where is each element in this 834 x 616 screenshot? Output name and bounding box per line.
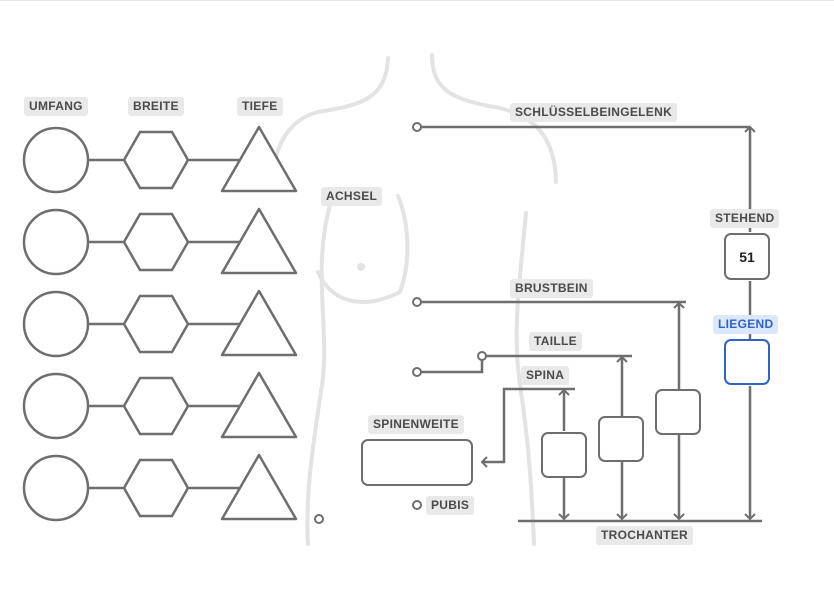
breite-hexagon-shape[interactable]: [122, 376, 190, 436]
column-label-tiefe: TIEFE: [237, 97, 283, 116]
top-divider: [0, 0, 834, 1]
label-stehend: STEHEND: [710, 209, 780, 228]
shape-row: [22, 453, 298, 522]
body-left-neck-shoulder: [272, 56, 390, 167]
body-right-side: [514, 211, 536, 546]
taille-trochanter-value-field[interactable]: [598, 416, 644, 462]
label-liegend: LIEGEND: [713, 315, 779, 334]
breite-hexagon-shape[interactable]: [122, 212, 190, 272]
label-achsel: ACHSEL: [321, 187, 383, 206]
shape-rows: [22, 125, 298, 522]
label-brustbein: BRUSTBEIN: [510, 279, 593, 298]
umfang-circle-shape[interactable]: [22, 208, 90, 276]
label-pubis: PUBIS: [426, 496, 475, 515]
tiefe-triangle-shape[interactable]: [220, 371, 298, 439]
tiefe-triangle-shape[interactable]: [220, 125, 298, 193]
spinenweite-value-field[interactable]: [361, 439, 473, 486]
body-navel: [357, 263, 365, 271]
anchor-pubis[interactable]: [412, 500, 422, 510]
tiefe-triangle-shape[interactable]: [220, 207, 298, 275]
tiefe-triangle-shape[interactable]: [220, 289, 298, 357]
tiefe-triangle-shape[interactable]: [220, 453, 298, 521]
liegend-value-field[interactable]: [724, 339, 770, 385]
column-label-breite: BREITE: [128, 97, 184, 116]
label-spina: SPINA: [521, 366, 570, 385]
breite-hexagon-shape[interactable]: [122, 294, 190, 354]
shape-row: [22, 289, 298, 358]
umfang-circle-shape[interactable]: [22, 126, 90, 194]
anchor-taille[interactable]: [477, 351, 487, 361]
brustbein-trochanter-value-field[interactable]: [655, 389, 701, 435]
shape-row: [22, 207, 298, 276]
line-spina-to-spinenweite: [480, 387, 575, 468]
anchor-taille-left[interactable]: [412, 367, 422, 377]
stehend-value-field[interactable]: 51: [724, 233, 770, 280]
connectors: [314, 122, 762, 524]
breite-hexagon-shape[interactable]: [122, 458, 190, 518]
spina-trochanter-value-field[interactable]: [541, 432, 587, 478]
body-left-side: [305, 203, 332, 546]
anchor-hip-left[interactable]: [314, 514, 324, 524]
label-taille: TAILLE: [529, 332, 582, 351]
body-chest-contour: [316, 194, 410, 304]
anchor-schluesselbeingelenk[interactable]: [412, 122, 422, 132]
breite-hexagon-shape[interactable]: [122, 130, 190, 190]
umfang-circle-shape[interactable]: [22, 372, 90, 440]
label-schluesselbeingelenk: SCHLÜSSELBEINGELENK: [510, 103, 678, 122]
shape-row: [22, 371, 298, 440]
body-right-neck-shoulder: [430, 53, 558, 184]
line-taille-step: [421, 356, 484, 374]
label-spinenweite: SPINENWEITE: [368, 415, 464, 434]
body-silhouette: [272, 53, 558, 546]
shape-row: [22, 125, 298, 194]
label-trochanter: TROCHANTER: [596, 526, 693, 545]
umfang-circle-shape[interactable]: [22, 454, 90, 522]
anchor-brustbein[interactable]: [412, 297, 422, 307]
column-label-umfang: UMFANG: [24, 97, 88, 116]
umfang-circle-shape[interactable]: [22, 290, 90, 358]
